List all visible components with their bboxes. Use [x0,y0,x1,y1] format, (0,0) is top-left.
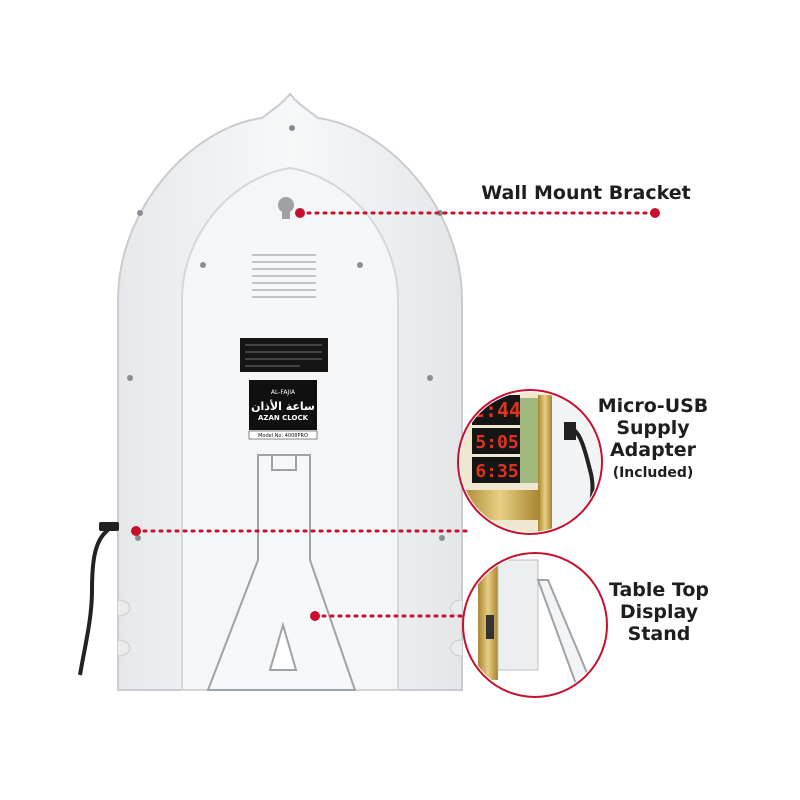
callout-table-stand: Table Top Display Stand [604,579,714,646]
callout-stand-line3: Stand [627,622,691,645]
callout-dots [131,208,660,621]
wall-mount-keyhole [278,197,294,219]
callout-wall-mount-bracket: Wall Mount Bracket [476,182,696,205]
callout-stand-line2: Display [619,600,699,623]
callout-stand-line1: Table Top [608,579,710,601]
brand-product-latin: AZAN CLOCK [258,414,309,422]
brand-label: AL-FAJIA ساعة الأذان AZAN CLOCK Model No… [248,380,318,440]
callout-usb-line3: Adapter [609,438,697,461]
zoom-front-display: 2:44 5:05 6:35 [457,389,603,535]
zoom-stand-side [462,552,608,698]
vent-grill [252,254,316,298]
zoom-time-bottom: 6:35 [475,461,518,482]
callout-wall-mount-label: Wall Mount Bracket [481,182,691,204]
callout-usb-sub: (Included) [612,464,694,481]
callout-micro-usb: Micro-USB Supply Adapter (Included) [594,395,712,481]
callout-lines [134,211,657,618]
model-number: Model No: 4008PRO [258,433,308,439]
table-stand [206,454,357,691]
brand-name: AL-FAJIA [271,389,296,396]
zoom-time-mid: 5:05 [475,432,518,453]
callout-usb-line2: Supply [616,416,690,439]
brand-product-arabic: ساعة الأذان [251,399,315,413]
info-sticker [240,338,328,372]
power-cable [78,522,119,676]
callout-usb-line1: Micro-USB [597,395,709,417]
